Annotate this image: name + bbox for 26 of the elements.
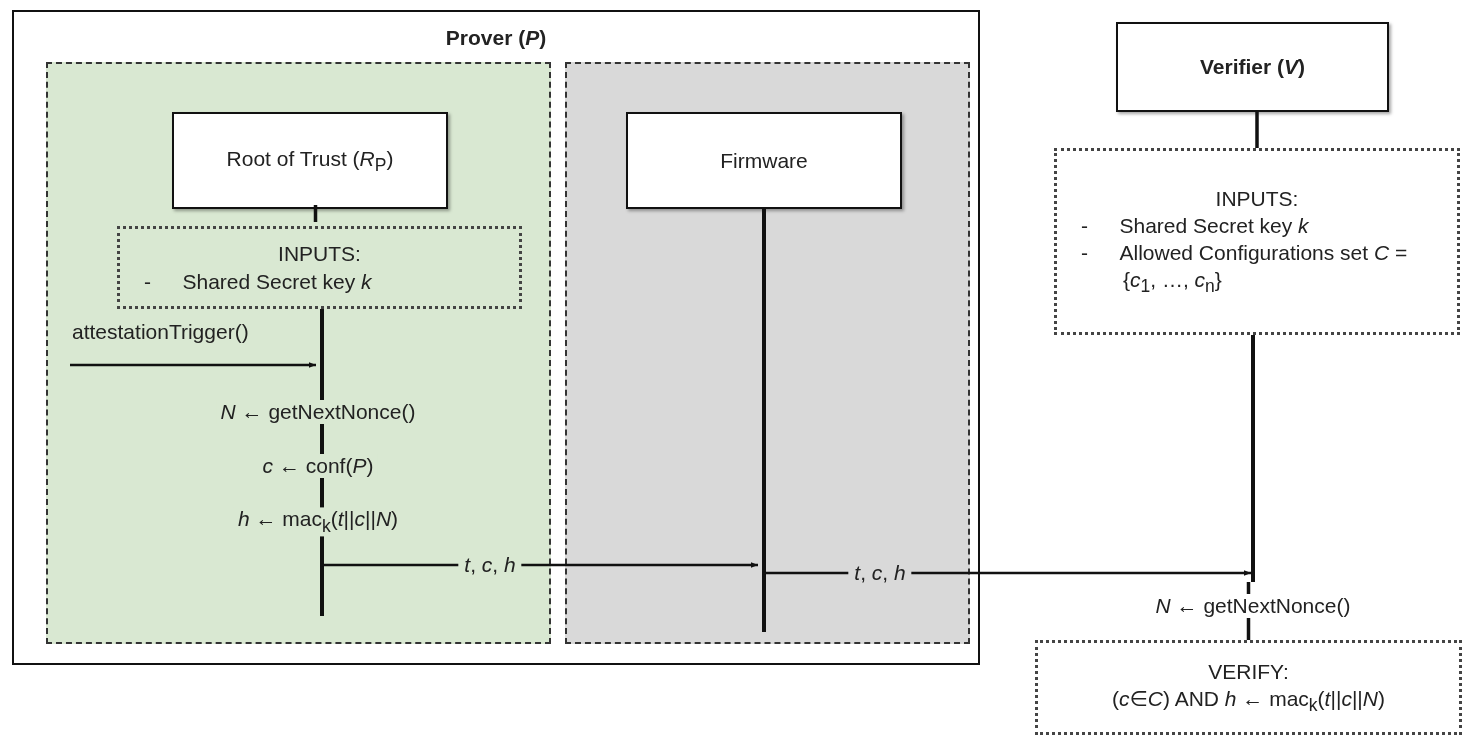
lifeline	[1251, 335, 1255, 582]
component-box	[172, 112, 448, 209]
inputs-box	[117, 226, 522, 309]
connector-line	[313, 205, 318, 222]
list-item: - Shared Secret key k	[1080, 212, 1310, 239]
inputs-box	[1054, 148, 1460, 335]
component-box	[1116, 22, 1389, 112]
box-heading: INPUTS:	[277, 241, 362, 268]
box-heading: INPUTS:	[1214, 185, 1300, 212]
connector-line	[1255, 112, 1259, 148]
region-box	[565, 62, 970, 644]
node-label: Verifier (V)	[1198, 54, 1307, 81]
node-label: Prover (P)	[444, 25, 548, 51]
list-item: - Allowed Configurations set C = {c$_{1}$, …, c$_{n}$}	[1080, 240, 1409, 299]
node-label: Root of Trust (R$_{P}$)	[225, 145, 395, 177]
list-item: (c∈C) AND h ← mac$_{k}$(t||c||N)	[1111, 686, 1386, 718]
box-heading: VERIFY:	[1207, 658, 1290, 685]
region-box	[46, 62, 551, 644]
list-item: - Shared Secret key k	[143, 268, 373, 295]
verify-box	[1035, 640, 1462, 735]
lifeline	[762, 209, 766, 632]
component-box	[626, 112, 902, 209]
message-arrow	[70, 362, 316, 368]
edge-label: attestationTrigger()	[71, 320, 250, 344]
node-label: Firmware	[719, 147, 809, 174]
container-box	[12, 10, 980, 665]
